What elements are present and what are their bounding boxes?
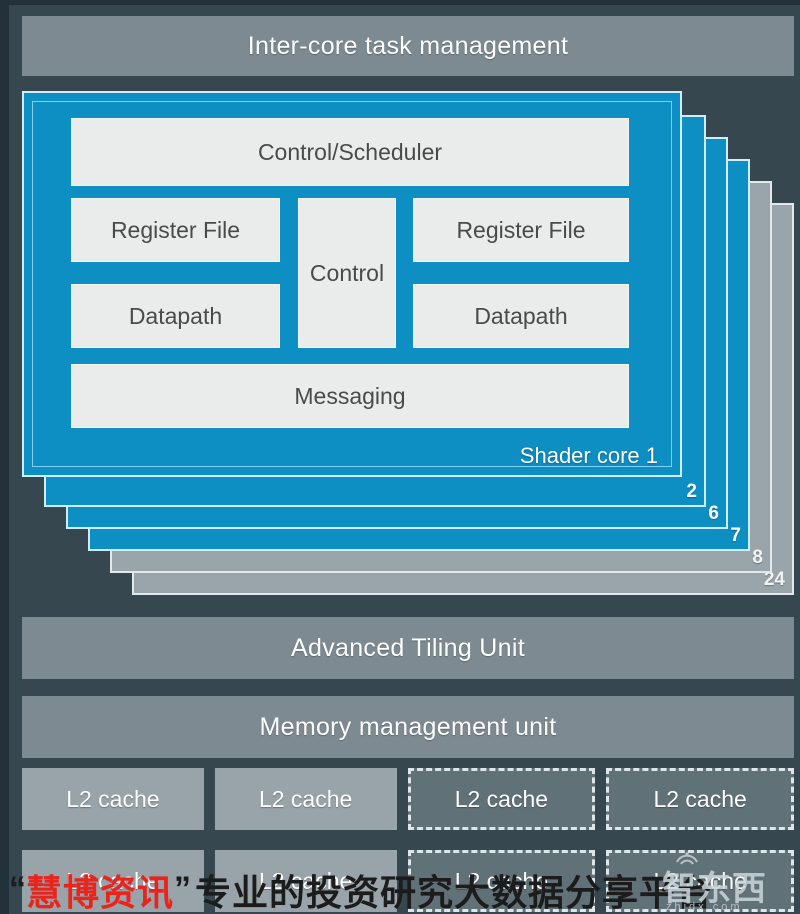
- l2-cache-label: L2 cache: [454, 785, 549, 812]
- l2-cache-label: L2 cache: [653, 867, 747, 894]
- l2-cache-label: L2 cache: [66, 867, 160, 894]
- l2-cache-label: L2 cache: [258, 867, 353, 894]
- register-file-right-label: Register File: [456, 216, 586, 243]
- inter-core-task-management-bar: Inter-core task management: [22, 16, 794, 76]
- shader-core-inner-outline: [32, 101, 672, 467]
- messaging-block: Messaging: [72, 365, 628, 427]
- shader-core-stack: 24 8 7 6 2 Control/Scheduler Register Fi…: [22, 91, 794, 595]
- register-file-left-label: Register File: [110, 216, 241, 243]
- inter-core-task-management-label: Inter-core task management: [247, 31, 569, 60]
- l2-cache-block: L2 cache: [22, 850, 204, 912]
- l2-cache-block: L2 cache: [214, 768, 397, 830]
- l2-cache-block-optional: L2 cache: [407, 768, 596, 830]
- l2-cache-block-optional: L2 cache: [606, 768, 794, 830]
- l2-cache-label: L2 cache: [258, 785, 353, 812]
- datapath-left-label: Datapath: [128, 302, 223, 329]
- memory-management-unit-label: Memory management unit: [259, 712, 557, 741]
- l2-cache-row-1: L2 cache L2 cache L2 cache L2 cache: [22, 768, 794, 830]
- shader-core-layer-number: 2: [686, 481, 697, 502]
- shader-core-front: Control/Scheduler Register File Control …: [22, 91, 682, 477]
- shader-core-layer-number: 8: [752, 547, 763, 568]
- l2-cache-block-optional: L2 cache: [606, 850, 794, 912]
- l2-cache-label: L2 cache: [66, 785, 160, 812]
- datapath-left-block: Datapath: [72, 285, 279, 347]
- shader-core-layer-number: 7: [730, 525, 741, 546]
- l2-cache-row-2: L2 cache L2 cache L2 cache L2 cache: [22, 850, 794, 912]
- l2-cache-block: L2 cache: [22, 768, 204, 830]
- datapath-right-label: Datapath: [474, 302, 568, 329]
- shader-core-label: Shader core 1: [519, 443, 658, 468]
- memory-management-unit-bar: Memory management unit: [22, 696, 794, 758]
- advanced-tiling-unit-bar: Advanced Tiling Unit: [22, 617, 794, 679]
- register-file-right-block: Register File: [414, 199, 628, 261]
- control-label: Control: [309, 259, 385, 286]
- control-block: Control: [299, 199, 395, 347]
- l2-cache-block: L2 cache: [214, 850, 397, 912]
- l2-cache-block-optional: L2 cache: [407, 850, 596, 912]
- register-file-left-block: Register File: [72, 199, 279, 261]
- advanced-tiling-unit-label: Advanced Tiling Unit: [291, 633, 525, 662]
- shader-core-layer-number: 6: [708, 503, 719, 524]
- datapath-right-block: Datapath: [414, 285, 628, 347]
- shader-core-layer-number: 24: [763, 569, 785, 590]
- control-scheduler-block: Control/Scheduler: [72, 119, 628, 185]
- messaging-label: Messaging: [294, 382, 406, 409]
- l2-cache-label: L2 cache: [653, 785, 747, 812]
- l2-cache-label: L2 cache: [454, 867, 549, 894]
- control-scheduler-label: Control/Scheduler: [257, 138, 443, 165]
